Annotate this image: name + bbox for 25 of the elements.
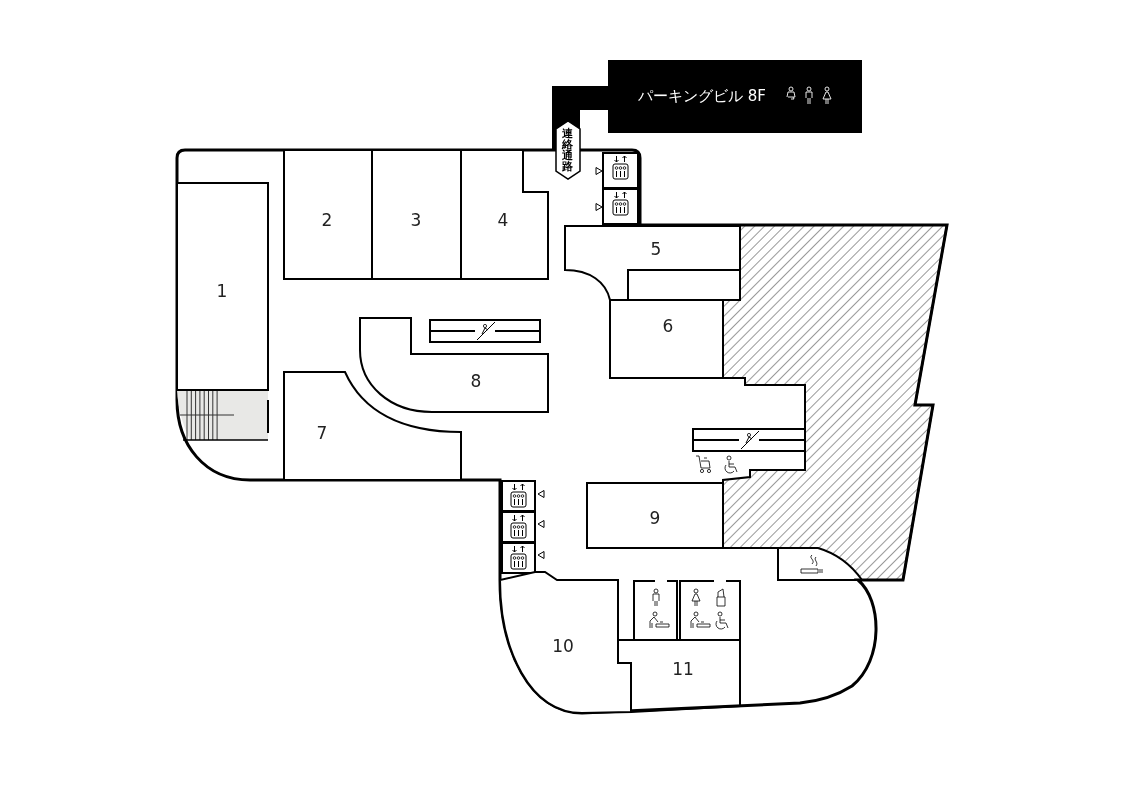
- shop-number: 6: [662, 317, 674, 335]
- shop-number: 7: [316, 424, 328, 442]
- shop-area: [587, 483, 723, 548]
- shop-number: 9: [649, 509, 661, 527]
- shop-number: 8: [470, 372, 482, 390]
- shop-number: 1: [216, 282, 228, 300]
- shop-area: [177, 183, 268, 390]
- shop-number: 11: [672, 660, 694, 678]
- shop-area: [284, 372, 461, 480]
- shop-area: [284, 150, 372, 279]
- shop-area: [610, 300, 723, 378]
- shop-area: [500, 572, 631, 713]
- shop-area: [372, 150, 461, 279]
- shop-number: 10: [552, 637, 574, 655]
- passage-sign: [555, 120, 581, 180]
- building-name: パーキングビル 8F: [638, 87, 766, 105]
- shop-area: [461, 150, 548, 279]
- shop-area: [631, 640, 740, 712]
- shop-number: 3: [410, 211, 422, 229]
- shop-area: [565, 226, 740, 300]
- shop-number: 5: [650, 240, 662, 258]
- shop-number: 4: [497, 211, 509, 229]
- sign-text: 連絡通路: [562, 128, 574, 172]
- shop-area: [360, 318, 548, 412]
- shop-number: 2: [321, 211, 333, 229]
